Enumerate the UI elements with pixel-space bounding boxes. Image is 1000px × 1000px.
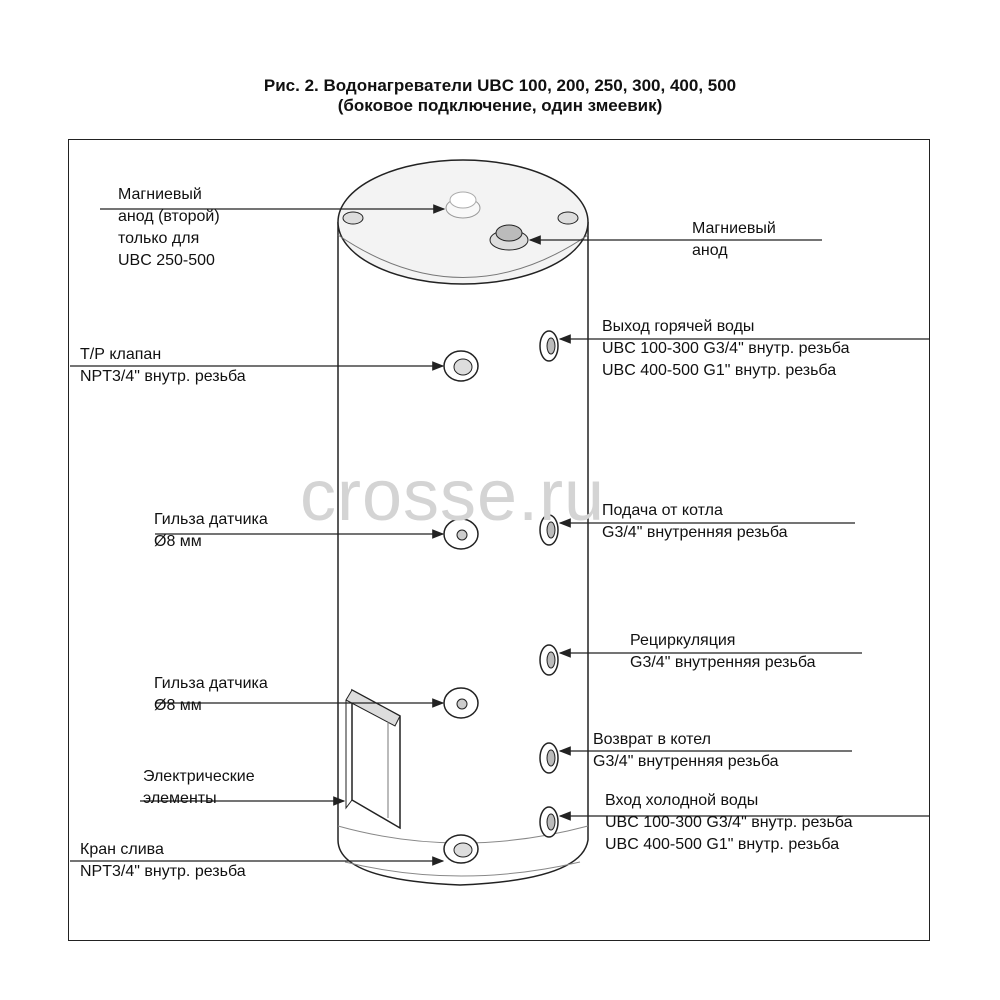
label-sensor-well-2: Гильза датчика Ø8 мм xyxy=(154,675,268,714)
label-cold-water-inlet: Вход холодной воды UBC 100-300 G3/4" вну… xyxy=(605,792,853,853)
boiler-supply-fitting xyxy=(539,514,559,546)
anode-fitting xyxy=(489,224,529,251)
boiler-return-fitting xyxy=(539,742,559,774)
label-drain-valve: Кран слива NPT3/4" внутр. резьба xyxy=(80,841,246,880)
anode-second-fitting xyxy=(445,191,481,219)
label-recirculation: Рециркуляция G3/4" внутренняя резьба xyxy=(630,632,816,671)
label-boiler-return: Возврат в котел G3/4" внутренняя резьба xyxy=(593,731,779,770)
tank-top xyxy=(337,159,589,285)
recirculation-fitting xyxy=(539,644,559,676)
figure-subtitle: (боковое подключение, один змеевик) xyxy=(337,96,663,115)
cold-water-inlet-fitting xyxy=(539,806,559,838)
tp-valve-fitting xyxy=(443,350,479,382)
label-hot-water-outlet: Выход горячей воды UBC 100-300 G3/4" вну… xyxy=(602,318,850,379)
drain-valve-fitting xyxy=(443,834,479,864)
label-boiler-supply: Подача от котла G3/4" внутренняя резьба xyxy=(602,502,788,541)
electric-element-panel xyxy=(345,688,401,830)
label-anode: Магниевый анод xyxy=(692,220,776,259)
diagram-frame xyxy=(68,139,930,941)
sensor-well-2-fitting xyxy=(443,687,479,719)
label-anode-second: Магниевый анод (второй) только для UBC 2… xyxy=(118,186,220,269)
label-sensor-well-1: Гильза датчика Ø8 мм xyxy=(154,511,268,550)
watermark: crosse.ru xyxy=(300,456,606,536)
label-electric-elements: Электрические элементы xyxy=(143,768,255,807)
label-tp-valve: Т/Р клапан NPT3/4" внутр. резьба xyxy=(80,346,246,385)
hot-water-outlet-fitting xyxy=(539,330,559,362)
figure-title: Рис. 2. Водонагреватели UBC 100, 200, 25… xyxy=(263,76,737,95)
